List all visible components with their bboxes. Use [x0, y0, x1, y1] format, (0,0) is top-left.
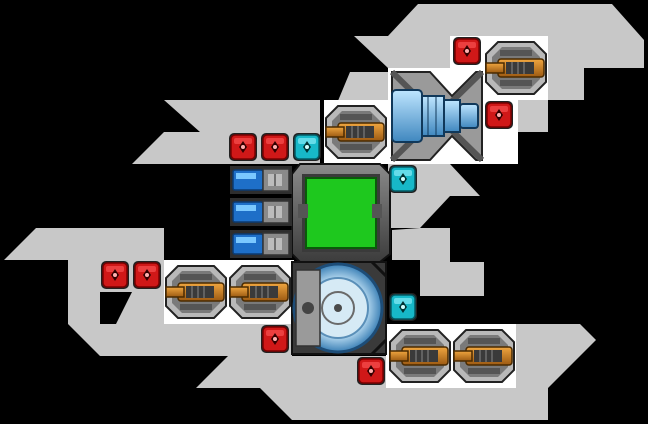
weapon-cannon-top[interactable]: [485, 41, 547, 95]
damage-module[interactable]: [100, 260, 130, 290]
damage-module[interactable]: [484, 100, 514, 130]
weapon-cannon-upper[interactable]: [325, 105, 387, 159]
shield-module[interactable]: [388, 164, 418, 194]
damage-module[interactable]: [132, 260, 162, 290]
ice-beam-turret[interactable]: [389, 69, 485, 163]
damage-module[interactable]: [452, 36, 482, 66]
battery-bank: [230, 166, 292, 258]
shield-reactor-dome[interactable]: [291, 260, 388, 356]
weapon-cannon-bottom-1[interactable]: [389, 329, 451, 383]
weapon-cannon-left-2[interactable]: [229, 265, 291, 319]
command-console[interactable]: [291, 163, 391, 263]
battery-3[interactable]: [230, 230, 292, 258]
damage-module[interactable]: [356, 356, 386, 386]
damage-module[interactable]: [260, 132, 290, 162]
shield-module[interactable]: [388, 292, 418, 322]
damage-module[interactable]: [260, 324, 290, 354]
battery-1[interactable]: [230, 166, 292, 194]
weapon-cannon-bottom-2[interactable]: [453, 329, 515, 383]
damage-module[interactable]: [228, 132, 258, 162]
battery-2[interactable]: [230, 198, 292, 226]
weapon-cannon-left-1[interactable]: [165, 265, 227, 319]
shield-module[interactable]: [292, 132, 322, 162]
